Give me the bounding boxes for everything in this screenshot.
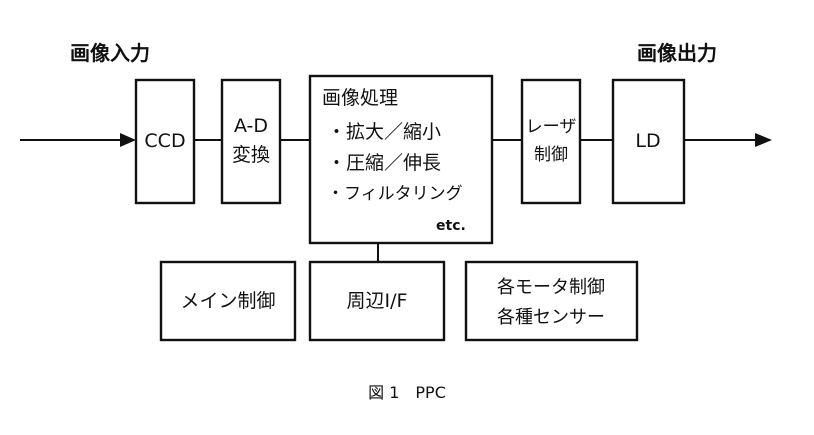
image-processing-block: 画像処理 ・拡大／縮小 ・圧縮／伸長 ・フィルタリング etc. bbox=[308, 74, 494, 245]
figure-caption: 図 1 PPC bbox=[368, 383, 446, 402]
sensor-label: 各種センサー bbox=[497, 307, 605, 328]
input-label: 画像入力 bbox=[70, 41, 150, 65]
ld-block: LD bbox=[611, 78, 686, 205]
ccd-label: CCD bbox=[144, 130, 185, 152]
processing-item-scale: ・拡大／縮小 bbox=[327, 121, 441, 143]
main-control-label: メイン制御 bbox=[180, 290, 275, 312]
output-label: 画像出力 bbox=[637, 41, 717, 65]
ad-converter-block: A-D 変換 bbox=[220, 78, 282, 205]
ad-label-line-2: 変換 bbox=[232, 144, 270, 166]
peripheral-if-label: 周辺I/F bbox=[347, 290, 408, 312]
input-arrowhead bbox=[120, 133, 136, 147]
ad-label-line-1: A-D bbox=[234, 115, 268, 137]
laser-label-line-2: 制御 bbox=[534, 145, 568, 165]
motor-control-label: 各モータ制御 bbox=[497, 277, 605, 298]
processing-item-compress: ・圧縮／伸長 bbox=[327, 152, 441, 174]
ccd-block: CCD bbox=[134, 78, 196, 205]
processing-title: 画像処理 bbox=[322, 87, 398, 109]
laser-label-line-1: レーザ bbox=[526, 117, 577, 137]
peripheral-if-block: 周辺I/F bbox=[308, 260, 446, 342]
motor-sensor-block: 各モータ制御 各種センサー bbox=[464, 260, 639, 342]
output-arrowhead bbox=[755, 133, 772, 147]
processing-item-filter: ・フィルタリング bbox=[327, 184, 463, 204]
ld-label: LD bbox=[635, 130, 660, 152]
laser-control-block: レーザ 制御 bbox=[520, 78, 582, 205]
processing-etc: etc. bbox=[436, 218, 466, 234]
main-control-block: メイン制御 bbox=[159, 260, 297, 342]
